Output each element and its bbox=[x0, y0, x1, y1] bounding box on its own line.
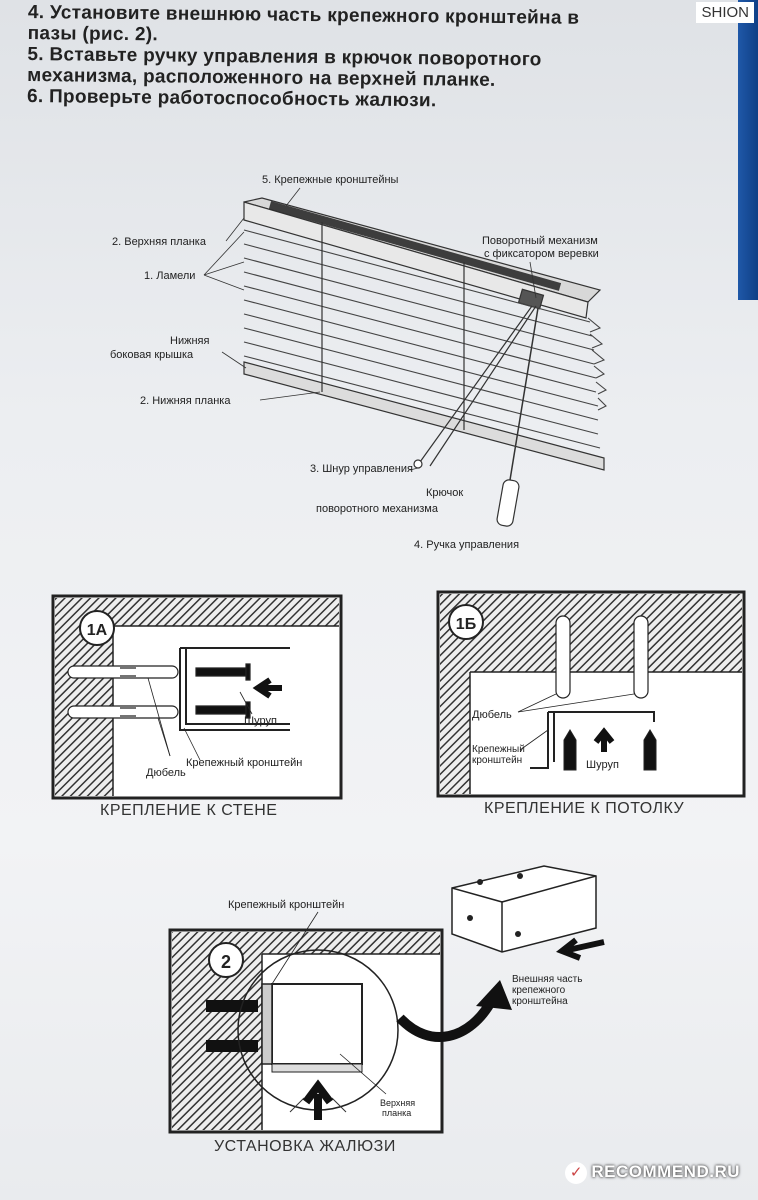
fig1a-bracket-label: Крепежный кронштейн bbox=[186, 757, 302, 769]
blinds-diagram bbox=[203, 187, 608, 527]
label-cord: 3. Шнур управления bbox=[310, 463, 413, 475]
fig1a-screw-label: Шуруп bbox=[244, 715, 277, 727]
figure-1a: 1А Шуруп Крепежный кронштейн Дюбель bbox=[51, 594, 343, 800]
fig2-outer-label-2: крепежного bbox=[512, 985, 566, 996]
watermark: ✓RECOMMEND.RU bbox=[565, 1162, 740, 1184]
label-slats: 1. Ламели bbox=[144, 270, 195, 282]
fig1b-tag: 1Б bbox=[456, 616, 476, 633]
label-top-plank: 2. Верхняя планка bbox=[112, 236, 207, 248]
fig2-outer-label-1: Внешняя часть bbox=[512, 974, 582, 985]
watermark-text: RECOMMEND.RU bbox=[591, 1162, 740, 1181]
fig1b-bracket-label-2: кронштейн bbox=[472, 755, 522, 766]
fig1a-tag: 1А bbox=[87, 622, 108, 639]
fig2-bracket-label: Крепежный кронштейн bbox=[228, 899, 344, 911]
background-blue-edge bbox=[738, 0, 758, 300]
label-hook-1: Крючок bbox=[426, 487, 463, 499]
fig2-caption: УСТАНОВКА ЖАЛЮЗИ bbox=[214, 1138, 396, 1155]
fig1b-caption: КРЕПЛЕНИЕ К ПОТОЛКУ bbox=[484, 800, 685, 817]
figure-2: 2 Крепежный кронштейн Внешняя часть креп… bbox=[168, 865, 605, 1134]
fig2-top-label-1: Верхняя bbox=[380, 1098, 415, 1108]
slats bbox=[243, 229, 608, 449]
label-mechanism-2: с фиксатором веревки bbox=[484, 248, 599, 260]
fig1b-bracket-label-1: Крепежный bbox=[472, 744, 525, 755]
fig1b-dowel-label: Дюбель bbox=[472, 709, 512, 721]
label-mechanism-1: Поворотный механизм bbox=[482, 235, 598, 247]
label-bottom-plank: 2. Нижняя планка bbox=[140, 395, 231, 407]
fig2-tag: 2 bbox=[221, 952, 231, 972]
fig1a-dowel-label: Дюбель bbox=[146, 767, 186, 779]
fig1b-screw-label: Шуруп bbox=[586, 759, 619, 771]
fig1a-caption: КРЕПЛЕНИЕ К СТЕНЕ bbox=[100, 802, 278, 819]
label-brackets: 5. Крепежные кронштейны bbox=[262, 174, 399, 186]
label-hook-2: поворотного механизма bbox=[316, 503, 439, 515]
label-handle: 4. Ручка управления bbox=[414, 539, 519, 551]
fig2-top-label-2: планка bbox=[382, 1108, 411, 1118]
recommend-logo-icon: ✓ bbox=[565, 1162, 588, 1184]
fig2-outer-label-3: кронштейна bbox=[512, 996, 568, 1007]
label-side-cover-1: Нижняя bbox=[170, 335, 209, 347]
label-side-cover-2: боковая крышка bbox=[110, 349, 194, 361]
figure-1b: 1Б Дюбель Крепежный кронштейн Шуруп bbox=[436, 590, 746, 798]
brand-badge: SHION bbox=[696, 2, 754, 23]
